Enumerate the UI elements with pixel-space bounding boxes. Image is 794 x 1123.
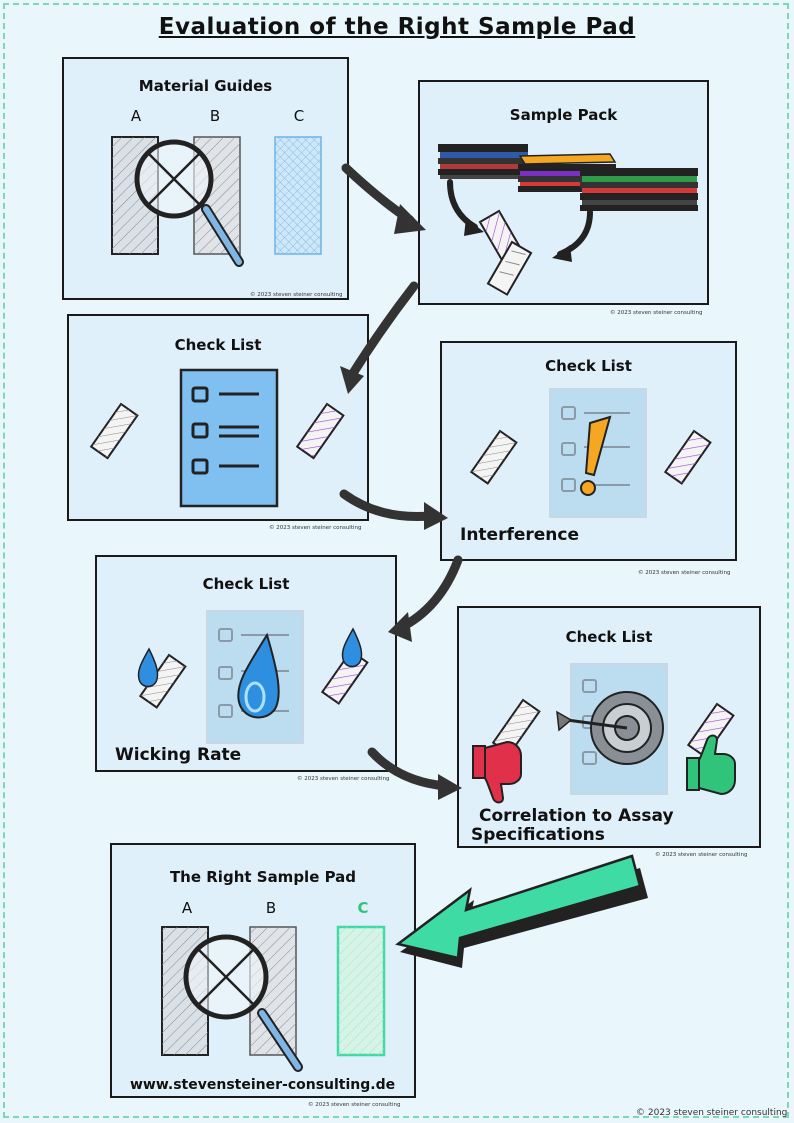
water-drop-icon: [341, 627, 363, 668]
panel-checklist-correlation: Check List: [457, 606, 761, 858]
thumbs-down-icon: [472, 740, 522, 804]
stack-right-icon: [580, 168, 698, 211]
stack-left-icon: [438, 144, 528, 179]
panel-checklist-1: Check List © 2023 steven: [67, 314, 369, 531]
sample-strip-icon: [469, 429, 518, 485]
label-a: A: [181, 899, 193, 917]
sample-pack-illustration: [438, 144, 698, 296]
sample-strip-icon: [686, 702, 735, 758]
checklist-illustration: [89, 368, 345, 508]
label-b: B: [209, 107, 221, 125]
material-guides-illustration: [111, 136, 322, 267]
arrow-5: [367, 747, 451, 791]
page-frame: [3, 3, 789, 1118]
copyright-note: © 2023 steven steiner consulting: [297, 776, 390, 782]
arrow-3: [339, 489, 435, 521]
panel-caption: Wicking Rate: [115, 745, 242, 765]
right-sample-pad-illustration: [161, 925, 386, 1072]
panel-caption: Interference: [460, 525, 580, 545]
copyright-note: © 2023 steven steiner consulting: [308, 1102, 401, 1108]
panel-title: Check List: [174, 336, 262, 354]
target-icon: [556, 691, 664, 765]
correlation-illustration: [472, 663, 736, 804]
arrow-2: [345, 281, 419, 383]
panel-sample-pack: Sample Pack: [418, 80, 709, 316]
sample-strip-icon: [663, 429, 712, 485]
copyright-note: © 2023 steven steiner consulting: [269, 525, 362, 531]
thumbs-up-icon: [686, 734, 736, 796]
label-a: A: [130, 107, 142, 125]
copyright-note: © 2023 steven steiner consulting: [250, 292, 343, 298]
panel-title: Check List: [202, 575, 290, 593]
interference-illustration: [469, 388, 712, 518]
copyright-note: © 2023 steven steiner consulting: [638, 570, 731, 576]
panel-checklist-wicking: Check List: [95, 555, 397, 782]
label-c: C: [293, 107, 305, 125]
big-green-arrow: [395, 854, 648, 968]
magnifier-icon: [183, 934, 303, 1072]
sample-strip-icon: [89, 402, 139, 460]
stack-middle-icon: [518, 153, 617, 192]
panel-material-guides: Material Guides A B C © 2023 steven stei…: [62, 57, 349, 300]
panel-title: Check List: [545, 357, 632, 375]
label-b: B: [265, 899, 277, 917]
magnifier-icon: [134, 139, 244, 267]
panel-caption-line2: Specifications: [471, 825, 605, 845]
water-drop-icon: [237, 632, 280, 719]
sample-strip-icon: [295, 402, 345, 460]
sample-strip-icon: [491, 698, 541, 756]
panel-title: The Right Sample Pad: [169, 868, 357, 886]
curved-arrow-icon: [447, 179, 593, 262]
water-drop-icon: [137, 647, 159, 688]
panel-title: Material Guides: [138, 77, 273, 95]
panel-title: Check List: [565, 628, 653, 646]
panel-title: Sample Pack: [509, 106, 618, 124]
wicking-illustration: [137, 610, 369, 744]
label-c: C: [357, 899, 369, 917]
sample-strip-icon: [486, 240, 533, 296]
copyright-note: © 2023 steven steiner consulting: [610, 310, 703, 316]
page-title: Evaluation of the Right Sample Pad: [158, 14, 636, 40]
website-url[interactable]: www.stevensteiner-consulting.de: [130, 1077, 396, 1093]
exclamation-icon: [580, 415, 612, 496]
checkbox-list-icon: [191, 386, 259, 475]
copyright-note: © 2023 steven steiner consulting: [655, 852, 748, 858]
panel-caption-line1: Correlation to Assay: [479, 806, 674, 826]
panel-right-sample-pad: The Right Sample Pad A B C www.stevenste…: [110, 843, 416, 1108]
panel-checklist-interference: Check List: [440, 341, 737, 576]
footer-copyright: © 2023 steven steiner consulting: [636, 1108, 788, 1118]
